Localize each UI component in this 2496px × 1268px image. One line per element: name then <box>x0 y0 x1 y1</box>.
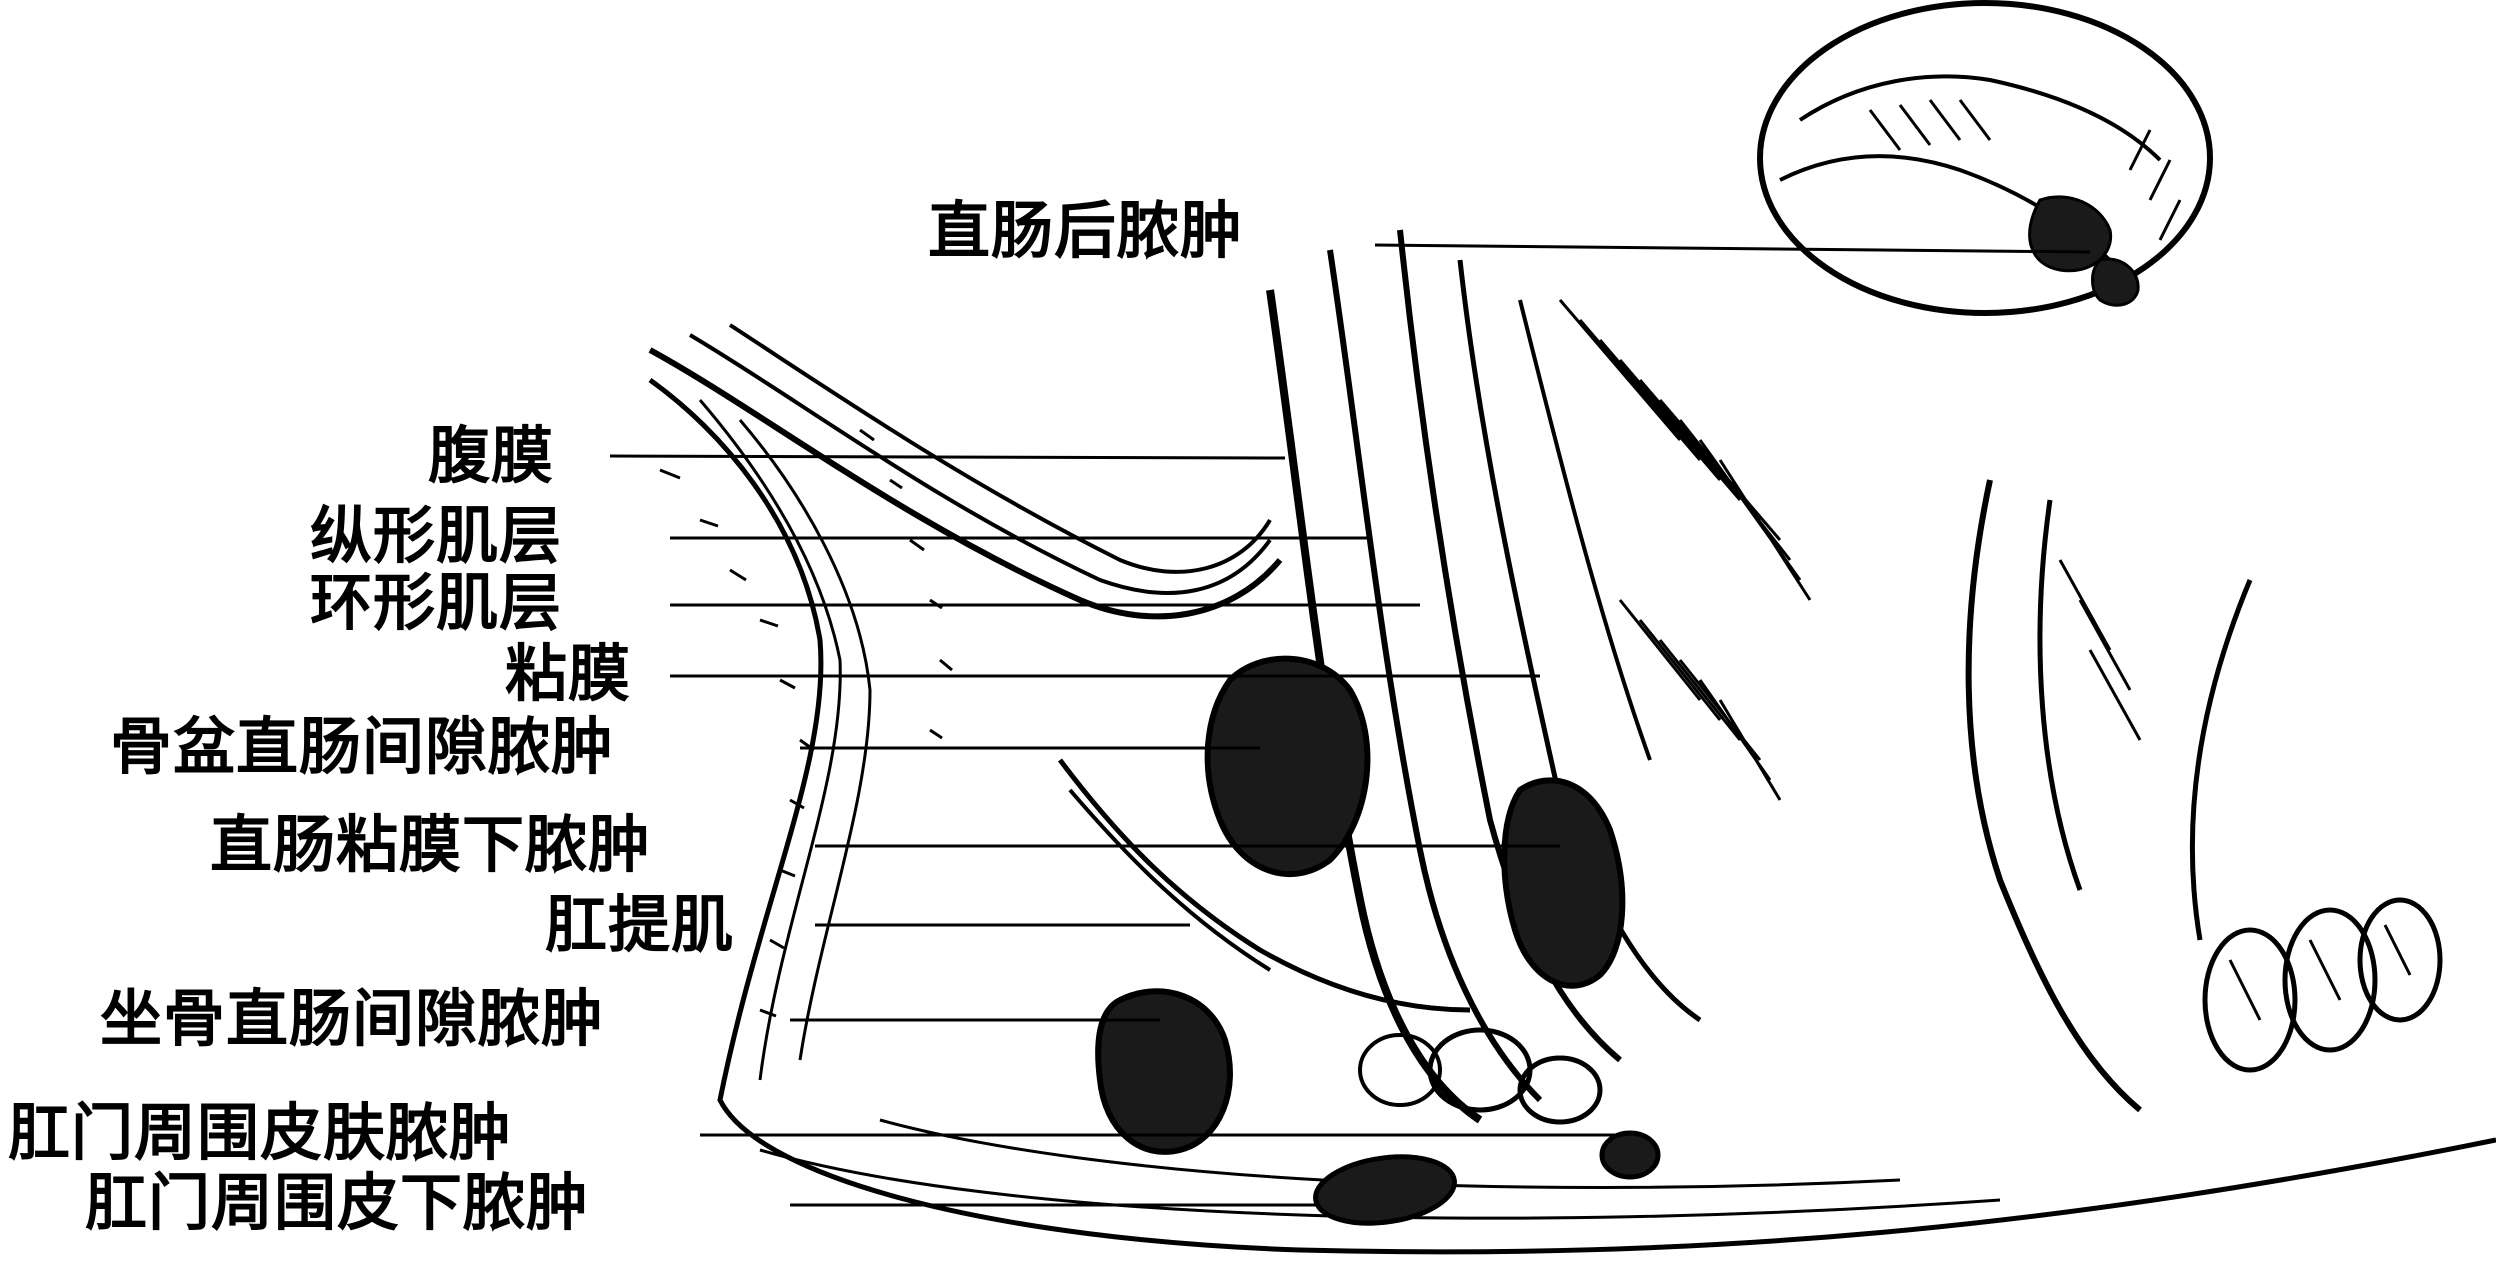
pelvirectal-abscess <box>1208 659 1368 874</box>
label-submucosal-abscess: 直肠粘膜下脓肿 <box>210 814 651 876</box>
magnified-inset <box>1760 3 2210 313</box>
label-peritoneum: 腹膜 <box>428 425 554 487</box>
label-mucosa: 粘膜 <box>505 643 631 705</box>
label-levator-ani: 肛提肌 <box>545 894 734 956</box>
label-retrorectal-abscess: 直肠后脓肿 <box>928 200 1243 262</box>
perianal-cutaneous-abscess <box>1602 1133 1658 1177</box>
ischiorectal-abscess <box>1098 991 1230 1152</box>
label-pelvirectal-abscess: 骨盆直肠间隙脓肿 <box>110 716 614 778</box>
label-longitudinal-muscle: 纵形肌层 <box>310 505 562 567</box>
label-perianal-subcutaneous-abscess: 肛门周围皮下脓肿 <box>85 1172 589 1234</box>
label-ischiorectal-abscess: 坐骨直肠间隙脓肿 <box>100 988 604 1050</box>
label-circular-muscle: 环形肌层 <box>310 572 562 634</box>
label-perianal-cutaneous-abscess: 肛门周围皮肤脓肿 <box>8 1102 512 1164</box>
anal-canal-right <box>1969 480 2440 1110</box>
submucosal-abscess <box>1504 780 1622 985</box>
